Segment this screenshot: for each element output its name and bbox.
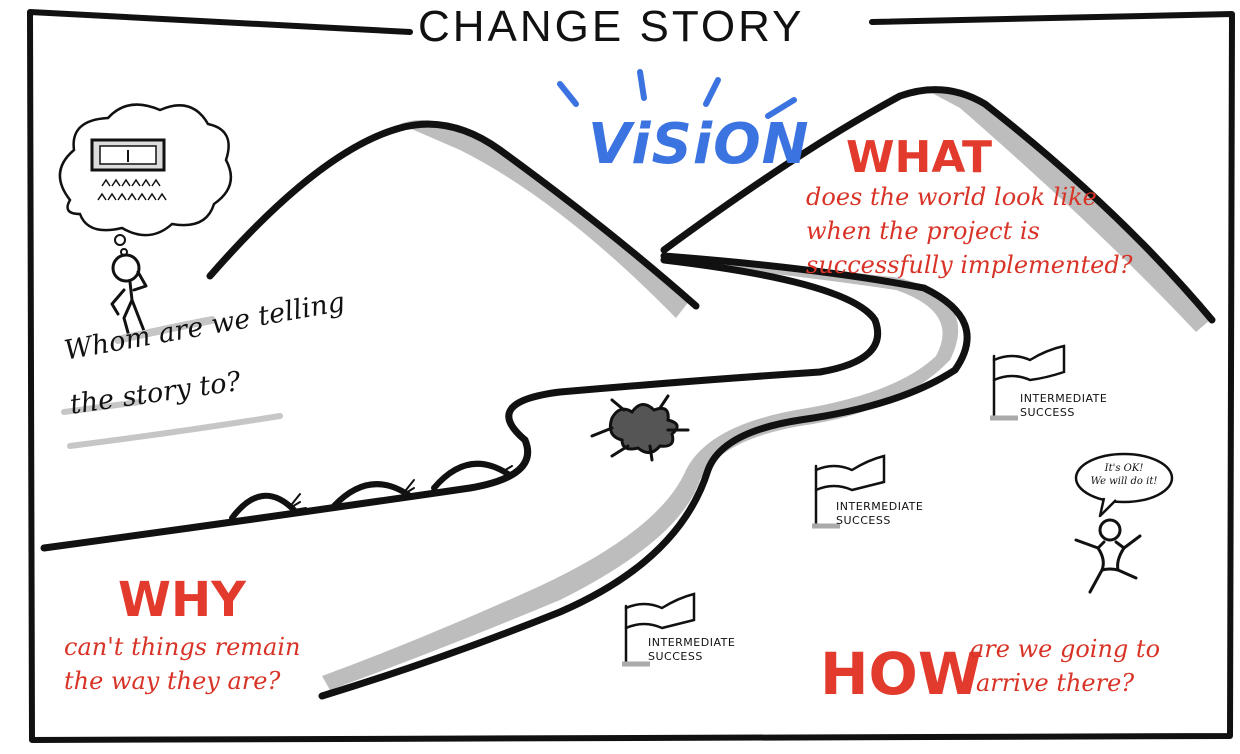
thinking-person xyxy=(110,253,148,342)
speech-bubble-tail xyxy=(1098,497,1117,518)
what-heading: WHAT xyxy=(846,132,993,183)
bump-grass xyxy=(289,465,519,511)
cheering-person xyxy=(1074,518,1142,594)
speech-line: We will do it! xyxy=(1090,476,1158,487)
speech-bubble xyxy=(1074,452,1174,504)
how-line: arrive there? xyxy=(976,669,1135,697)
what-line: does the world look like xyxy=(806,183,1097,211)
what-line: when the project is xyxy=(806,217,1040,245)
why-question: can't things remain the way they are? xyxy=(64,630,301,698)
audience xyxy=(97,178,167,201)
path-lower-edge xyxy=(318,252,971,700)
milestone-label-3: INTERMEDIATE SUCCESS xyxy=(648,636,735,664)
flag-1 xyxy=(992,344,1066,420)
speech-bubble-text: It's OK! We will do it! xyxy=(1084,462,1164,488)
whom-underline-2 xyxy=(67,413,283,449)
person-shadow xyxy=(114,316,216,344)
path-bumps xyxy=(229,460,511,521)
why-heading: WHY xyxy=(118,572,246,628)
milestone-label-1: INTERMEDIATE SUCCESS xyxy=(1020,392,1107,420)
thought-dot-1 xyxy=(114,234,126,246)
how-line: are we going to xyxy=(970,635,1161,663)
milestone-line: SUCCESS xyxy=(648,650,703,663)
right-mountain xyxy=(660,86,1216,324)
milestone-line: SUCCESS xyxy=(1020,406,1075,419)
frame xyxy=(27,9,1235,743)
how-heading: HOW xyxy=(820,640,982,708)
vision-rays xyxy=(557,69,797,119)
milestone-label-2: INTERMEDIATE SUCCESS xyxy=(836,500,923,528)
milestone-line: SUCCESS xyxy=(836,514,891,527)
milestone-line: INTERMEDIATE xyxy=(648,636,736,649)
vision-label: ViSiON xyxy=(588,112,810,177)
path-upper-edge xyxy=(40,256,882,552)
obstacle-splat xyxy=(608,403,679,454)
what-line: successfully implemented? xyxy=(806,251,1133,279)
splat-drips xyxy=(590,394,690,462)
flag-3 xyxy=(624,592,696,666)
right-mountain-shadow xyxy=(930,90,1210,332)
speech-line: It's OK! xyxy=(1104,463,1144,474)
left-mountain-shadow xyxy=(400,120,690,318)
how-question: are we going to arrive there? xyxy=(970,632,1160,700)
path-shadow xyxy=(322,262,959,690)
milestone-line: INTERMEDIATE xyxy=(1020,392,1108,405)
flag-2 xyxy=(814,454,886,528)
why-line: can't things remain xyxy=(64,633,301,661)
what-question: does the world look like when the projec… xyxy=(806,180,1133,282)
page-title: CHANGE STORY xyxy=(418,2,805,51)
why-line: the way they are? xyxy=(64,667,281,695)
left-mountain xyxy=(206,120,700,310)
milestone-line: INTERMEDIATE xyxy=(836,500,924,513)
whom-underline xyxy=(61,399,143,415)
